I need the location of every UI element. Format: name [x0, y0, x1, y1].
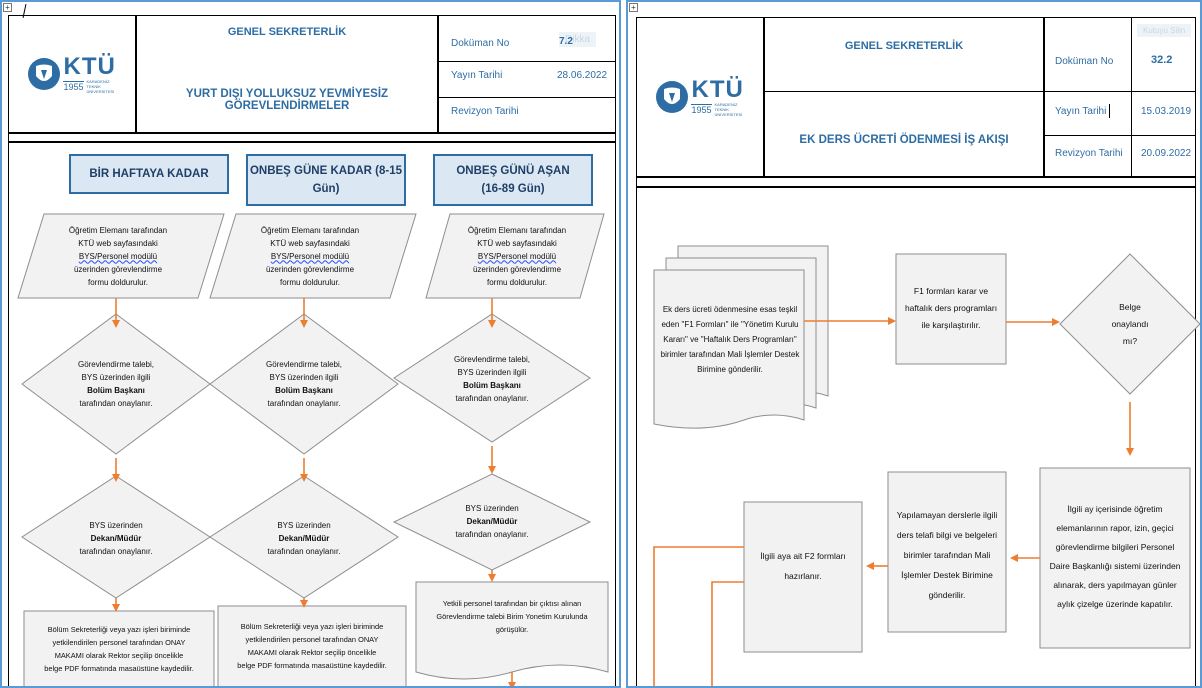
multi-document — [653, 245, 829, 429]
approve-dept-1 — [21, 313, 211, 455]
title-cell: GENEL SEKRETERLİK YURT DIŞI YOLLUKSUZ YE… — [136, 15, 438, 133]
approve-dept-1-text: Görevlendirme talebi,BYS üzerinden ilgil… — [77, 360, 155, 408]
input-step-1 — [17, 213, 225, 299]
flowchart-shapes — [17, 213, 609, 686]
rev-date-value: 20.09.2022 — [1141, 148, 1192, 159]
input-step-2 — [209, 213, 417, 299]
table-move-handle-icon[interactable]: + — [3, 3, 12, 12]
rector-box-1-text: Bölüm Sekreterliği veya yazı işleri biri… — [44, 625, 194, 673]
logo-year: 1955 — [63, 80, 84, 92]
doc-no-row: Doküman No Kutuyu Silin 32.2 — [1045, 18, 1195, 92]
logo-tagline: KARADENİZ TEKNİK ÜNİVERSİTESİ — [714, 101, 743, 117]
logo-wordmark: KTÜ — [63, 52, 116, 80]
makeup-box — [887, 471, 1007, 633]
logo-cell: KTÜ 1955 KARADENİZ TEKNİK ÜNİVERSİTESİ — [8, 15, 136, 133]
pub-date-value: 15.03.2019 — [1141, 106, 1192, 117]
board-document — [415, 581, 609, 680]
flow-area — [636, 187, 1196, 686]
doc-no-label: Doküman No — [1055, 56, 1114, 67]
flow-arrows — [653, 317, 1134, 686]
approve-dept-2 — [209, 313, 399, 455]
right-document-page[interactable]: + KTÜ 1955 KARADENİZ TEKNİK ÜNİVERSİTESİ — [626, 0, 1202, 688]
input-step-3 — [425, 213, 605, 299]
doc-no-value: 32.2 — [1151, 54, 1173, 66]
flow-area — [8, 142, 616, 686]
text-cursor — [1109, 104, 1110, 118]
rector-box-1 — [23, 610, 215, 686]
ktu-emblem-icon — [28, 58, 61, 90]
left-document-page[interactable]: + KTÜ 1955 KARADENİZ TEKNİK ÜNİVERSİTESİ — [0, 0, 621, 688]
doc-no-value: 7.2 — [559, 36, 573, 47]
watermark: Dikka — [559, 32, 597, 47]
rev-date-label: Revizyon Tarihi — [451, 106, 519, 117]
monthly-box — [1039, 467, 1191, 649]
approve-dept-3 — [393, 313, 591, 443]
f2-box — [743, 501, 863, 653]
title-cell: GENEL SEKRETERLİK EK DERS ÜCRETİ ÖDENMES… — [764, 17, 1044, 177]
watermark: Kutuyu Silin — [1137, 24, 1192, 37]
ktu-logo: KTÜ 1955 KARADENİZ TEKNİK ÜNİVERSİTESİ — [27, 52, 116, 94]
rev-date-row: Revizyon Tarihi 20.09.2022 — [1045, 136, 1195, 178]
document-title: YURT DIŞI YOLLUKSUZ YEVMİYESİZ GÖREVLEND… — [185, 88, 389, 112]
doc-no-row: Doküman No Dikka 7.2 — [439, 16, 615, 62]
pub-date-value: 28.06.2022 — [557, 70, 608, 81]
logo-tagline: KARADENİZ TEKNİK ÜNİVERSİTESİ — [86, 78, 115, 94]
column-heading-3: ONBEŞ GÜNÜ AŞAN(16-89 Gün) — [433, 154, 593, 206]
logo-year: 1955 — [691, 103, 712, 115]
doc-no-label: Doküman No — [451, 38, 510, 49]
decision-diamond — [1059, 253, 1200, 395]
board-document-text: Yetkili personel tarafından bir çıktısı … — [436, 598, 588, 634]
approve-dept-2-text: Görevlendirme talebi,BYS üzerinden ilgil… — [265, 360, 343, 408]
document-title: EK DERS ÜCRETİ ÖDENMESİ İŞ AKIŞI — [799, 134, 1009, 146]
pub-date-label: Yayın Tarihi — [1055, 106, 1107, 117]
pub-date-row: Yayın Tarihi 15.03.2019 — [1045, 92, 1195, 136]
ktu-logo: KTÜ 1955 KARADENİZ TEKNİK ÜNİVERSİTESİ — [655, 75, 744, 117]
meta-cell: Doküman No Dikka 7.2 Yayın Tarihi 28.06.… — [438, 15, 616, 133]
rev-date-row: Revizyon Tarihi — [439, 98, 615, 134]
approve-dept-3-text: Görevlendirme talebi,BYS üzerinden ilgil… — [453, 355, 531, 403]
compare-box — [895, 253, 1007, 365]
ktu-emblem-icon — [656, 81, 689, 113]
table-move-handle-icon[interactable]: + — [629, 3, 638, 12]
org-name: GENEL SEKRETERLİK — [844, 40, 964, 52]
header-spacer — [636, 177, 1196, 187]
flowchart-shapes — [653, 245, 1200, 686]
column-heading-1: BİR HAFTAYA KADAR — [69, 154, 229, 194]
org-name: GENEL SEKRETERLİK — [227, 26, 347, 38]
pub-date-label: Yayın Tarihi — [451, 70, 503, 81]
logo-wordmark: KTÜ — [691, 75, 744, 103]
flow-arrows — [112, 298, 516, 686]
logo-cell: KTÜ 1955 KARADENİZ TEKNİK ÜNİVERSİTESİ — [636, 17, 764, 177]
pub-date-row: Yayın Tarihi 28.06.2022 — [439, 62, 615, 98]
rector-box-2 — [217, 605, 407, 686]
rector-box-2-text: Bölüm Sekreterliği veya yazı işleri biri… — [237, 622, 387, 670]
meta-cell: Doküman No Kutuyu Silin 32.2 Yayın Tarih… — [1044, 17, 1196, 178]
rev-date-label: Revizyon Tarihi — [1055, 148, 1123, 159]
header-spacer — [8, 133, 616, 142]
